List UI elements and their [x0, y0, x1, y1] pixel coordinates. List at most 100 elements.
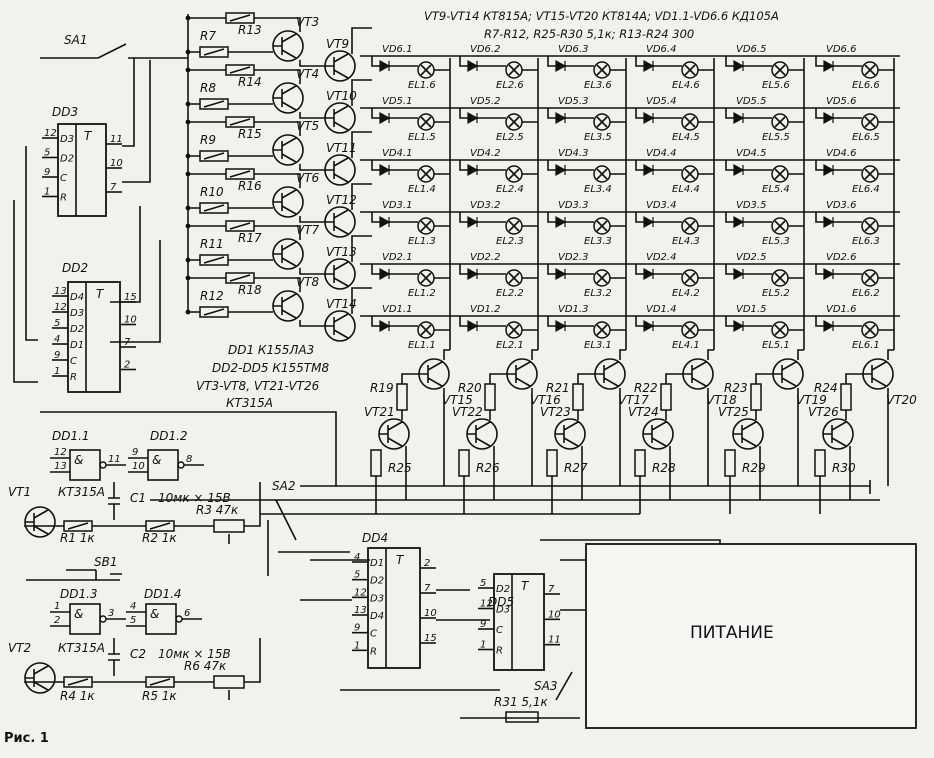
note-dd2-dd5: DD2-DD5 К155ТМ8	[212, 361, 329, 375]
base-resistor-5-hatch	[203, 256, 225, 264]
dd2-label-left-0: D4	[70, 292, 84, 303]
lamp-0-4	[771, 61, 789, 79]
column-wire-1	[375, 349, 450, 514]
lamp-1-4	[771, 113, 789, 131]
lamp-label-3-0: EL1.3	[408, 236, 436, 247]
gen1-vt-type: КТ315А	[58, 485, 105, 499]
dd3-t-label: T	[84, 129, 93, 143]
diode-label-1-3: VD5.4	[646, 96, 676, 107]
lamp-3-5	[861, 217, 879, 235]
cell-wire	[635, 316, 714, 331]
diode-1-2	[555, 111, 567, 125]
column-pnp-transistor-6	[862, 358, 894, 390]
sa2-label: SA2	[272, 479, 295, 493]
base-resistor-3-hatch	[203, 152, 225, 160]
sa2-switch	[275, 499, 297, 541]
cell-wire	[371, 160, 450, 175]
diode-label-4-5: VD2.6	[826, 252, 856, 263]
gen2-r6-label: R6 47к	[184, 659, 227, 673]
series-resistor-5-hatch	[229, 222, 251, 230]
diode-4-4	[733, 267, 745, 281]
lamp-2-2	[593, 165, 611, 183]
junction-dot	[185, 15, 191, 21]
sa3-switch	[555, 671, 573, 701]
header-line-1: VT9-VT14 КТ815А; VT15-VT20 КТ814А; VD1.1…	[424, 9, 779, 23]
lamp-label-4-3: EL4.2	[672, 288, 700, 299]
diode-label-3-4: VD3.5	[736, 200, 766, 211]
lamp-3-1	[505, 217, 523, 235]
lamp-label-0-3: EL4.6	[672, 80, 700, 91]
gate-g1	[50, 449, 126, 481]
lamp-1-5	[861, 113, 879, 131]
lamp-2-0	[417, 165, 435, 183]
row-wire-6	[188, 277, 372, 327]
column-top-resistor-6	[840, 383, 852, 411]
lamp-label-1-3: EL4.5	[672, 132, 700, 143]
lamp-label-5-2: EL3.1	[584, 340, 612, 351]
cell-wire	[725, 264, 804, 279]
base-resistor-2-hatch	[203, 100, 225, 108]
diode-1-1	[467, 111, 479, 125]
gate-pin-g3-b: 2	[54, 615, 60, 626]
diode-2-2	[555, 163, 567, 177]
note-vt-list: VT3-VT8, VT21-VT26	[196, 379, 320, 393]
gen2-transistor	[24, 662, 56, 694]
gate-symbol-g2: &	[152, 453, 161, 467]
dd3-label-left-2: C	[60, 173, 67, 184]
lamp-3-0	[417, 217, 435, 235]
lamp-4-3	[681, 269, 699, 287]
lamp-2-5	[861, 165, 879, 183]
cell-wire	[547, 264, 626, 279]
gate-name-g3: DD1.3	[60, 587, 98, 601]
diode-label-5-2: VD1.3	[558, 304, 588, 315]
diode-label-0-4: VD6.5	[736, 44, 766, 55]
dd4-label-left-2: D3	[370, 593, 384, 604]
gen2-r5-label: R5 1к	[142, 689, 177, 703]
driver-transistor-2	[272, 82, 304, 114]
lamp-label-1-1: EL2.5	[496, 132, 524, 143]
cell-wire	[815, 108, 894, 123]
diode-label-5-1: VD1.2	[470, 304, 500, 315]
column-bottom-resistor-3	[546, 449, 558, 477]
dd2-t-label: T	[96, 287, 105, 301]
dd4-pin-left-4: 9	[354, 623, 360, 634]
lamp-label-5-5: EL6.1	[852, 340, 880, 351]
cell-wire	[371, 212, 450, 227]
dd3-pin-left-0: 12	[44, 128, 57, 139]
gen2-pot	[213, 675, 245, 689]
lamp-label-4-4: EL5.2	[762, 288, 790, 299]
gate-name-g1: DD1.1	[52, 429, 90, 443]
driver-transistor-label-4: VT6	[296, 171, 320, 185]
column-top-resistor-label-3: R21	[546, 381, 570, 395]
lamp-label-4-1: EL2.2	[496, 288, 524, 299]
column-pnp-label-2: VT16	[530, 393, 561, 407]
junction-dot	[185, 49, 191, 55]
column-wire-6	[819, 349, 894, 514]
output-transistor-6	[324, 310, 356, 342]
diode-label-5-5: VD1.6	[826, 304, 856, 315]
dd3-pin-left-1: 5	[44, 148, 50, 159]
gen2-vt-label: VT2	[8, 641, 31, 655]
diode-1-3	[643, 111, 655, 125]
power-block	[585, 543, 917, 729]
diode-4-1	[467, 267, 479, 281]
base-resistor-label-2: R8	[200, 81, 216, 95]
base-resistor-label-6: R12	[200, 289, 224, 303]
junction-dot	[185, 119, 191, 125]
diode-label-2-5: VD4.6	[826, 148, 856, 159]
dd5-name: DD5	[488, 595, 514, 609]
lamp-2-4	[771, 165, 789, 183]
lamp-label-4-0: EL1.2	[408, 288, 436, 299]
diode-4-2	[555, 267, 567, 281]
column-npn-transistor-6	[822, 418, 854, 450]
diode-5-3	[643, 319, 655, 333]
dd3-label-left-0: D3	[60, 134, 74, 145]
output-transistor-label-6: VT14	[326, 297, 357, 311]
gate-pin-g2-y: 8	[186, 454, 192, 465]
row-wire-5	[188, 225, 372, 275]
dd5-label-left-0: D2	[496, 584, 510, 595]
column-npn-label-2: VT22	[452, 405, 483, 419]
dd2-chip	[67, 281, 121, 393]
column-bottom-resistor-1	[370, 449, 382, 477]
gen1-r-a-hatch	[67, 522, 89, 530]
